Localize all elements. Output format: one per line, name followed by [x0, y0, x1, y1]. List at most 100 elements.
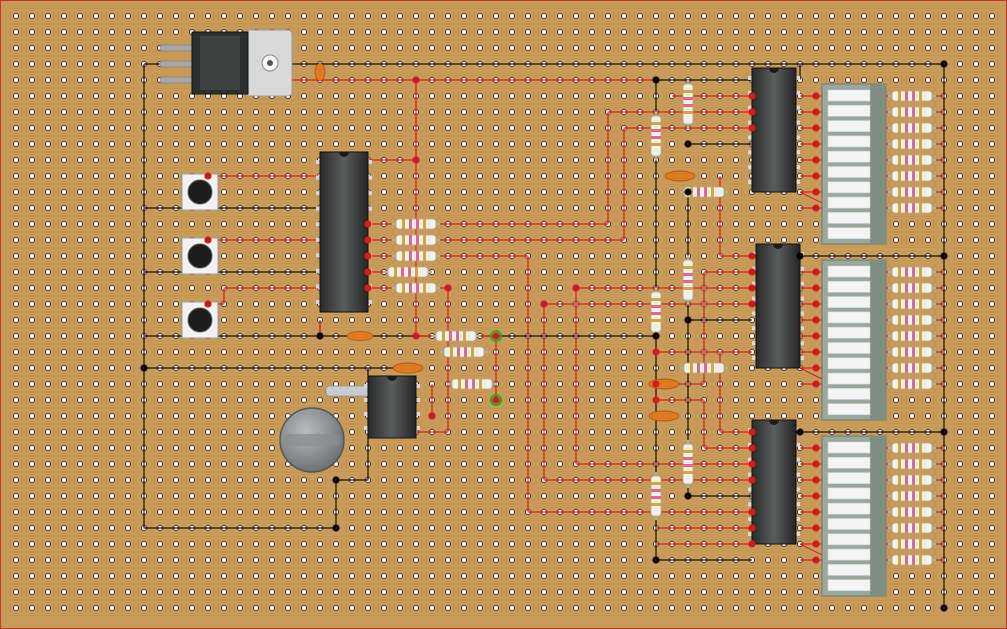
board-hole [140, 572, 148, 580]
board-hole [156, 444, 164, 452]
board-hole [796, 572, 804, 580]
board-hole [140, 556, 148, 564]
board-hole [204, 108, 212, 116]
board-hole [364, 92, 372, 100]
board-hole [316, 492, 324, 500]
board-hole [476, 284, 484, 292]
board-hole [204, 508, 212, 516]
board-hole [220, 428, 228, 436]
board-hole [572, 140, 580, 148]
board-hole [556, 156, 564, 164]
board-hole [972, 556, 980, 564]
board-hole [444, 204, 452, 212]
chip-pin [364, 426, 368, 430]
red-node [748, 540, 756, 548]
board-hole [348, 460, 356, 468]
board-hole [508, 92, 516, 100]
board-hole [428, 588, 436, 596]
board-hole [508, 108, 516, 116]
board-hole [460, 12, 468, 20]
board-hole [348, 604, 356, 612]
board-hole [988, 332, 996, 340]
board-hole [636, 572, 644, 580]
board-hole [108, 300, 116, 308]
board-hole [588, 92, 596, 100]
red-wire [368, 111, 752, 225]
board-hole [28, 508, 36, 516]
board-hole [12, 492, 20, 500]
board-hole [572, 44, 580, 52]
board-hole [108, 588, 116, 596]
board-hole [316, 476, 324, 484]
resistor [440, 346, 488, 358]
board-hole [460, 476, 468, 484]
board-hole [28, 284, 36, 292]
board-hole [172, 396, 180, 404]
ceramic-capacitor [346, 331, 374, 341]
board-hole [604, 492, 612, 500]
resistor-band [683, 273, 693, 276]
board-hole [636, 604, 644, 612]
board-hole [28, 44, 36, 52]
board-hole [396, 540, 404, 548]
board-hole [28, 588, 36, 596]
board-hole [60, 188, 68, 196]
board-hole [956, 508, 964, 516]
red-node [812, 284, 820, 292]
board-hole [204, 380, 212, 388]
board-hole [428, 556, 436, 564]
led-resistor [888, 458, 936, 470]
board-hole [44, 28, 52, 36]
board-hole [252, 316, 260, 324]
board-hole [540, 92, 548, 100]
board-hole [300, 124, 308, 132]
board-hole [156, 588, 164, 596]
chip-pin [748, 150, 752, 155]
board-hole [12, 428, 20, 436]
board-hole [12, 92, 20, 100]
board-hole [972, 604, 980, 612]
board-hole [956, 572, 964, 580]
board-hole [956, 236, 964, 244]
board-hole [428, 364, 436, 372]
board-hole [44, 12, 52, 20]
board-hole [492, 540, 500, 548]
board-hole [972, 220, 980, 228]
board-hole [76, 540, 84, 548]
board-hole [396, 588, 404, 596]
board-hole [780, 604, 788, 612]
board-hole [572, 572, 580, 580]
board-hole [380, 204, 388, 212]
board-hole [412, 508, 420, 516]
chip-pin [796, 165, 800, 170]
board-hole [988, 380, 996, 388]
board-hole [316, 92, 324, 100]
board-hole [732, 172, 740, 180]
chip-pin [752, 326, 756, 331]
board-hole [620, 348, 628, 356]
board-hole [12, 268, 20, 276]
board-hole [12, 108, 20, 116]
board-hole [60, 492, 68, 500]
board-hole [380, 140, 388, 148]
resistor-band [697, 187, 700, 197]
board-hole [700, 572, 708, 580]
board-hole [300, 604, 308, 612]
board-hole [396, 316, 404, 324]
resistor-band [416, 251, 419, 261]
red-node [812, 268, 820, 276]
board-hole [444, 444, 452, 452]
board-hole [156, 380, 164, 388]
resistor-band [408, 267, 411, 277]
board-hole [412, 540, 420, 548]
board-hole [92, 188, 100, 196]
board-hole [252, 588, 260, 596]
board-hole [988, 572, 996, 580]
board-hole [588, 556, 596, 564]
board-hole [108, 204, 116, 212]
board-hole [540, 28, 548, 36]
board-hole [412, 588, 420, 596]
board-hole [908, 604, 916, 612]
board-hole [748, 236, 756, 244]
board-hole [44, 364, 52, 372]
